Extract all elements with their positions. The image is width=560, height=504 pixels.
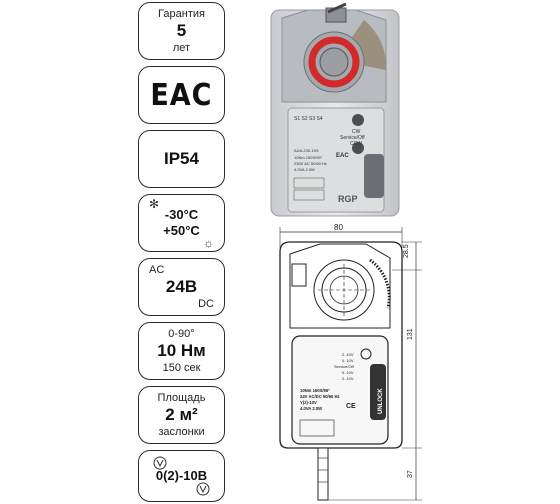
dimension-height: 131 xyxy=(407,328,414,340)
eac-mark: EAC xyxy=(150,77,213,113)
power-dc: DC xyxy=(198,298,214,310)
dimension-width: 80 xyxy=(334,224,343,232)
dimension-top: 28.5 xyxy=(403,244,410,258)
warranty-value: 5 xyxy=(176,21,187,40)
photo-model: ADA-230-10S xyxy=(294,148,319,153)
spec-line-1: 10Nm 150S/95° xyxy=(300,388,330,393)
area-title: Площадь xyxy=(157,392,206,404)
control-card: 0(2)-10В xyxy=(138,450,225,502)
area-card: Площадь 2 м² заслонки xyxy=(138,386,225,444)
area-unit: заслонки xyxy=(158,426,205,438)
eac-card: EAC xyxy=(138,66,225,124)
ce-mark: CE xyxy=(346,403,356,410)
warranty-unit: лет xyxy=(172,42,191,54)
spec-line-4: 4.0VA 2.0W xyxy=(300,406,322,411)
torque-value: 10 Нм xyxy=(157,341,206,360)
photo-eac: EAC xyxy=(336,153,349,159)
photo-spec3: 4.0VA 2.0W xyxy=(294,167,315,172)
power-ac: AC xyxy=(149,264,165,276)
voltage-icon xyxy=(153,456,167,470)
dimension-drawing: 80 UNLOCK 2..10V 0..10V Service/Off 0..1… xyxy=(279,224,422,501)
dimension-cable: 37 xyxy=(407,470,414,478)
snowflake-icon: ✻ xyxy=(149,196,160,211)
voltage-icon xyxy=(196,482,210,496)
torque-time: 150 сек xyxy=(162,362,201,374)
warranty-card: Гарантия 5 лет xyxy=(138,2,225,60)
temp-min: -30°C xyxy=(164,206,199,222)
spec-line-3: Y(2)-10V xyxy=(300,400,317,405)
actuator-photo: S1 S2 S3 S4 CW Service/Off CCW ADA-230-1… xyxy=(270,2,400,217)
power-voltage: 24В xyxy=(165,277,198,296)
switch-label-5: 2..10V xyxy=(342,376,354,381)
torque-card: 0-90° 10 Нм 150 сек xyxy=(138,322,225,380)
control-signal: 0(2)-10В xyxy=(155,468,208,483)
spec-line-2: 24V AC/DC 50/60 Hz xyxy=(300,394,340,399)
area-value: 2 м² xyxy=(165,405,198,424)
photo-terminal-label: S1 S2 S3 S4 xyxy=(294,116,323,122)
switch-label-4: 0..10V xyxy=(342,370,354,375)
switch-label-1: 2..10V xyxy=(342,352,354,357)
photo-spec2: 230V AC 50/60 Hz xyxy=(294,161,327,166)
temperature-card: ✻ -30°C +50°C ☼ xyxy=(138,194,225,252)
photo-cw: CW xyxy=(352,129,361,135)
temp-max: +50°C xyxy=(163,222,200,238)
photo-spec1: 10Nm 150S/95° xyxy=(294,155,323,160)
sun-icon: ☼ xyxy=(203,235,214,250)
ip-card: IP54 xyxy=(138,130,225,188)
switch-label-3: Service/Off xyxy=(334,364,355,369)
power-card: AC 24В DC xyxy=(138,258,225,316)
unlock-label: UNLOCK xyxy=(378,388,384,414)
torque-angle: 0-90° xyxy=(168,328,195,340)
photo-service: Service/Off xyxy=(340,135,365,141)
photo-ccw: CCW xyxy=(350,141,362,147)
warranty-title: Гарантия xyxy=(158,8,205,20)
switch-label-2: 0..10V xyxy=(342,358,354,363)
ip-rating: IP54 xyxy=(164,149,199,168)
photo-brand: RGP xyxy=(338,194,358,204)
